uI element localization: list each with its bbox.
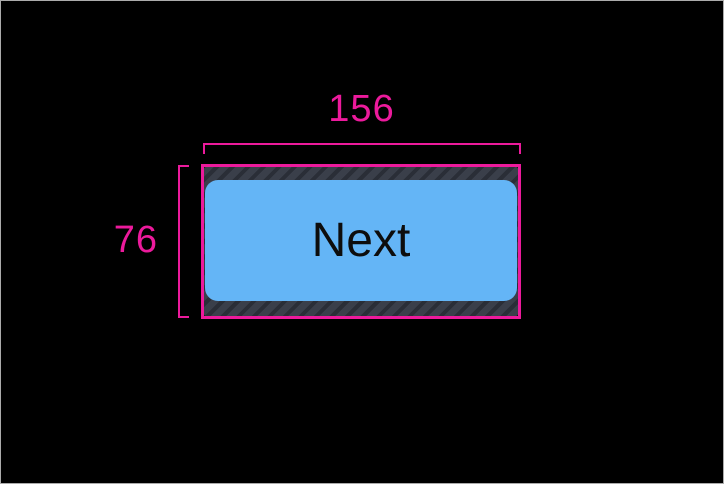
height-dimension-bracket — [178, 165, 189, 318]
next-button[interactable]: Next — [205, 180, 517, 301]
next-button-label: Next — [311, 213, 411, 267]
width-dimension-bracket — [203, 143, 521, 154]
height-dimension-label: 76 — [113, 219, 158, 261]
selection-outline: Next — [201, 164, 521, 319]
width-dimension-label: 156 — [328, 88, 395, 130]
